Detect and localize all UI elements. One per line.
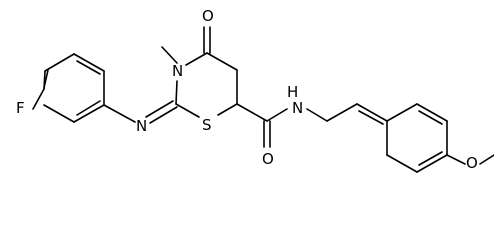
methoxy-group: [446, 154, 494, 165]
ring-carbonyl: [203, 26, 211, 54]
ring-nitrogen-label: N: [172, 62, 183, 80]
ring-carbonyl-oxygen-label: O: [202, 7, 214, 25]
ring-sulfur-label: S: [202, 116, 212, 134]
fluorophenyl-ring: [32, 53, 105, 123]
thiazinane-ring: [175, 52, 238, 118]
structure-canvas: F N S N O O H N O: [16, 7, 494, 173]
methoxyphenyl-ring: [326, 103, 448, 173]
fluorine-label: F: [16, 99, 25, 117]
amide-nitrogen-label: N: [292, 99, 303, 117]
carboxamide-group: [236, 103, 328, 148]
methyl-group: [161, 46, 178, 64]
imine-linkage: [103, 100, 178, 124]
amide-hydrogen-label: H: [287, 83, 298, 101]
molecule-drawing: F N S N O O H N O: [16, 7, 494, 173]
methoxy-oxygen-label: O: [466, 154, 478, 172]
amide-oxygen-label: O: [262, 150, 274, 168]
imine-nitrogen-label: N: [136, 117, 147, 135]
